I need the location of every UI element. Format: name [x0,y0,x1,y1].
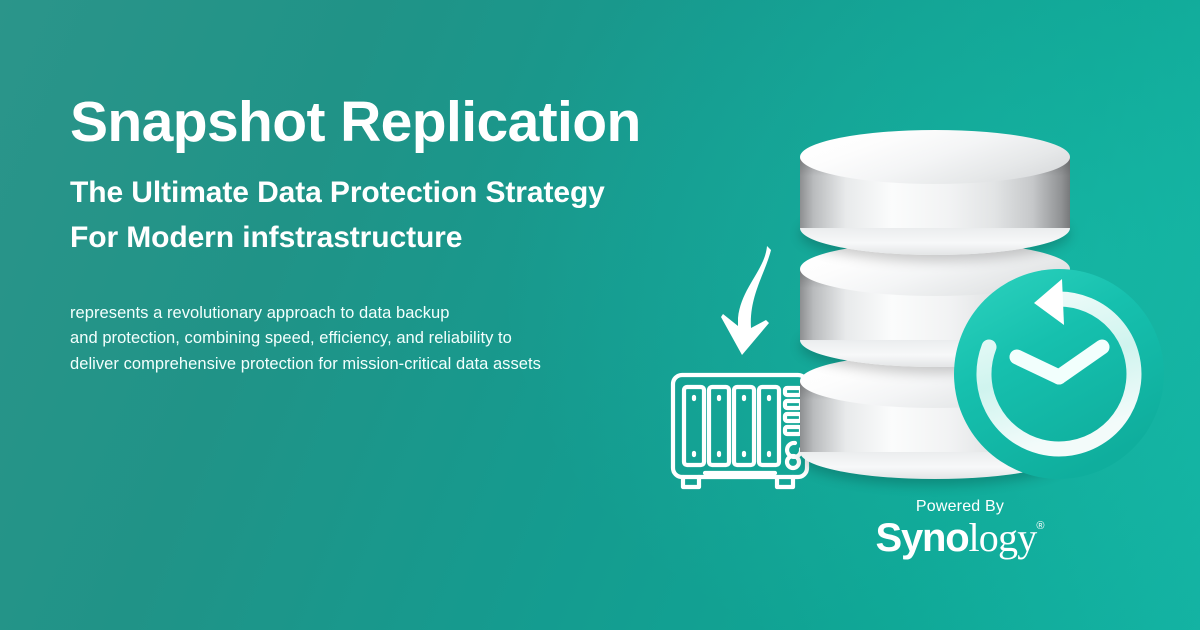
body-line-1: represents a revolutionary approach to d… [70,303,450,322]
subtitle-line-2: For Modern infstrastructure [70,221,463,255]
powered-by-label: Powered By [915,498,1005,515]
nas-server-icon [665,365,815,500]
synology-logo-bold: Syno [875,516,969,560]
disk-top-face [800,130,1070,184]
synology-logo: Synology® [830,515,1090,560]
subtitle-line-1: The Ultimate Data Protection Strategy [70,175,605,209]
text-column: Snapshot Replication The Ultimate Data P… [70,90,710,378]
database-disk-top [800,130,1070,255]
body-line-2: and protection, combining speed, efficie… [70,329,512,348]
subtitle: The Ultimate Data Protection Strategy Fo… [70,170,710,261]
database-disk-middle [800,242,1070,367]
registered-trademark-icon: ® [1036,520,1045,532]
illustration-group [650,110,1200,610]
synology-logo-light: logy [968,515,1037,560]
curved-down-arrow-icon [705,240,815,370]
body-paragraph: represents a revolutionary approach to d… [70,301,710,378]
restore-clock-icon [950,265,1168,483]
page-title: Snapshot Replication [70,90,641,154]
body-line-3: deliver comprehensive protection for mis… [70,354,541,373]
powered-by-block: Powered By Synology® [830,498,1090,558]
